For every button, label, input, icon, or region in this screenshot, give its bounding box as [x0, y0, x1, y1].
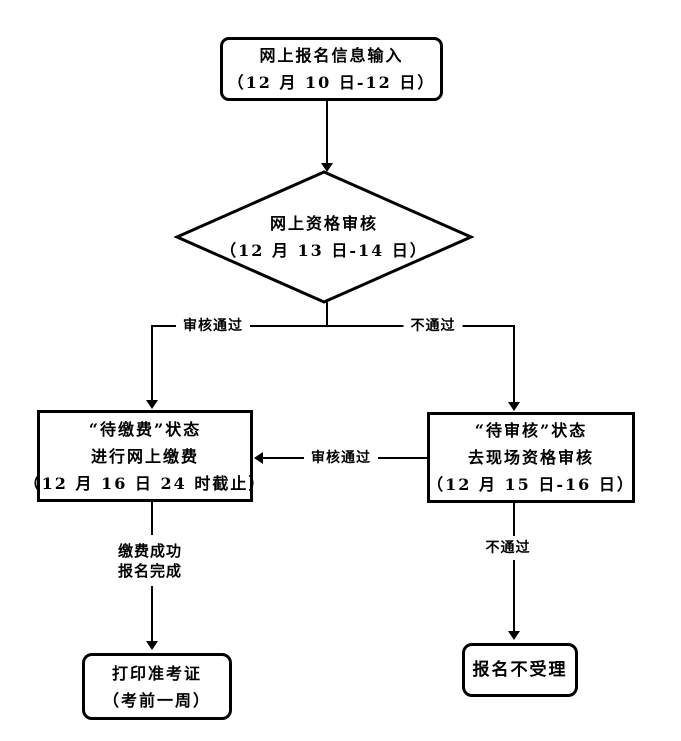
node-line: 网上报名信息输入 [259, 46, 404, 65]
node-line: 报名不受理 [472, 659, 568, 680]
node-line: （12 月 15 日-16 日） [427, 475, 635, 494]
node-line: （12 月 10 日-12 日） [227, 73, 436, 92]
edge-label-onsite-fail: 不通过 [478, 539, 538, 557]
node-line: 进行网上缴费 [90, 446, 199, 466]
edge-label-line: 报名完成 [117, 562, 183, 580]
edge-label-onsite-pass: 审核通过 [304, 449, 378, 467]
node-line: “待审核”状态 [474, 421, 588, 440]
edge-label-line: 缴费成功 [117, 542, 183, 560]
node-pending-onsite-review: “待审核”状态 去现场资格审核 （12 月 15 日-16 日） [427, 412, 635, 503]
edge-label-review-pass: 审核通过 [176, 317, 250, 335]
node-pending-payment: “待缴费”状态 进行网上缴费 （12 月 16 日 24 时截止） [24, 410, 264, 502]
node-line: （12 月 13 日-14 日） [220, 241, 428, 260]
arrowhead-down-icon [508, 402, 520, 411]
arrowhead-down-icon [321, 163, 333, 172]
node-line: 网上资格审核 [269, 214, 378, 233]
node-online-info-input: 网上报名信息输入 （12 月 10 日-12 日） [220, 37, 443, 101]
node-print-admission-ticket: 打印准考证 （考前一周） [82, 653, 232, 720]
arrowhead-down-icon [146, 641, 158, 650]
node-line: （考前一周） [102, 690, 211, 710]
node-line: 去现场资格审核 [467, 448, 594, 467]
arrowhead-left-icon [254, 452, 263, 464]
arrowhead-down-icon [146, 400, 158, 409]
node-line: （12 月 16 日 24 时截止） [23, 473, 267, 493]
arrowhead-down-icon [508, 631, 520, 640]
edge-label-review-fail: 不通过 [403, 317, 463, 335]
decision-diamond-shape [173, 170, 475, 304]
node-registration-rejected: 报名不受理 [462, 643, 578, 697]
edge-label-payment-success: 缴费成功 报名完成 [110, 541, 190, 581]
node-line: 打印准考证 [111, 663, 202, 683]
node-online-qualification-review: 网上资格审核 （12 月 13 日-14 日） [177, 206, 471, 268]
node-line: “待缴费”状态 [88, 419, 202, 439]
